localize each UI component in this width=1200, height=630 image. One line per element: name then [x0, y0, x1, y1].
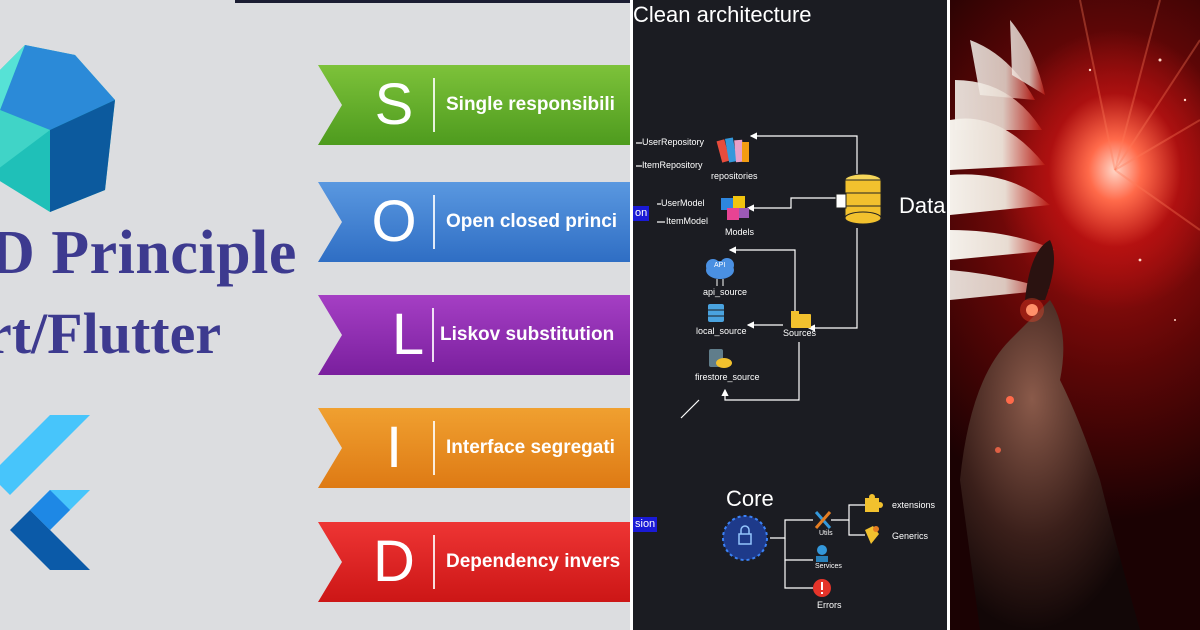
architecture-title: Clean architecture	[633, 2, 812, 27]
api-source-label: api_source	[703, 287, 748, 297]
api-badge: API	[714, 262, 726, 269]
extensions-puzzle-icon	[865, 494, 883, 512]
banner-label: Interface segregati	[446, 437, 615, 458]
top-divider	[235, 0, 630, 3]
headdress-icon	[950, 20, 1055, 300]
item-model-label: ItemModel	[666, 216, 709, 226]
sources-label: Sources	[783, 328, 817, 338]
banner-letter: S	[374, 72, 414, 137]
data-database-icon	[835, 173, 882, 225]
banner-ribbon	[318, 295, 630, 375]
banner-single-responsibility: S Single responsibili	[318, 65, 630, 145]
clean-architecture-panel: Clean architecture Data Core UserReposit…	[630, 0, 950, 630]
banner-interface-segregation: I Interface segregati	[318, 408, 630, 488]
banner-open-closed: O Open closed princi	[318, 182, 630, 262]
clipped-tag: on	[633, 206, 650, 221]
banner-label: Dependency invers	[446, 551, 621, 572]
banner-letter: O	[371, 189, 417, 254]
errors-label: Errors	[817, 600, 842, 610]
artwork-panel	[950, 0, 1200, 630]
banner-ribbon	[318, 408, 630, 488]
banner-ribbon	[318, 65, 630, 145]
banner-ribbon	[318, 522, 630, 602]
banner-label: Single responsibili	[446, 94, 615, 115]
feathered-figure-artwork	[950, 0, 1200, 630]
repositories-icon	[716, 137, 749, 163]
models-label: Models	[725, 227, 755, 237]
core-network-icon	[722, 515, 768, 561]
sources-folder-icon	[791, 311, 811, 328]
generics-icon	[865, 526, 879, 544]
user-repository-label: UserRepository	[642, 137, 705, 147]
utils-label: Utils	[819, 530, 833, 537]
banner-divider	[433, 78, 435, 132]
utils-tools-icon	[814, 511, 832, 529]
banner-divider	[433, 421, 435, 475]
api-cloud-icon	[706, 258, 734, 286]
banner-label: Open closed princi	[446, 211, 618, 232]
solid-subtitle: rt/Flutter	[0, 301, 222, 366]
banner-letter: I	[385, 415, 403, 480]
models-icon	[721, 196, 749, 220]
firestore-source-label: firestore_source	[695, 372, 760, 382]
core-layer-label: Core	[726, 486, 774, 511]
services-label: Services	[815, 563, 842, 570]
banner-letter: D	[373, 529, 415, 594]
flutter-logo-icon	[0, 415, 90, 570]
services-icon	[816, 545, 828, 562]
user-model-label: UserModel	[661, 198, 705, 208]
local-db-icon	[708, 304, 724, 322]
dart-logo-icon	[0, 45, 115, 212]
architecture-connectors	[636, 132, 883, 597]
banner-divider	[432, 308, 434, 362]
banner-label: Liskov substitution	[440, 324, 615, 345]
banner-divider	[433, 535, 435, 589]
banner-letter: L	[391, 302, 425, 367]
item-repository-label: ItemRepository	[642, 160, 703, 170]
solid-title: D Principle	[0, 219, 297, 287]
banner-dependency-inversion: D Dependency invers	[318, 522, 630, 602]
clipped-tag: sion	[633, 517, 658, 532]
banner-divider	[433, 195, 435, 249]
firestore-icon	[709, 349, 732, 368]
errors-icon	[813, 579, 831, 597]
banner-liskov-substitution: L Liskov substitution	[318, 295, 630, 375]
local-source-label: local_source	[696, 326, 747, 336]
generics-label: Generics	[892, 531, 929, 541]
extensions-label: extensions	[892, 500, 936, 510]
banner-ribbon	[318, 182, 630, 262]
data-layer-label: Data	[899, 193, 946, 218]
repositories-label: repositories	[711, 171, 758, 181]
solid-principles-panel: D Principle rt/Flutter S Single responsi…	[0, 0, 630, 630]
